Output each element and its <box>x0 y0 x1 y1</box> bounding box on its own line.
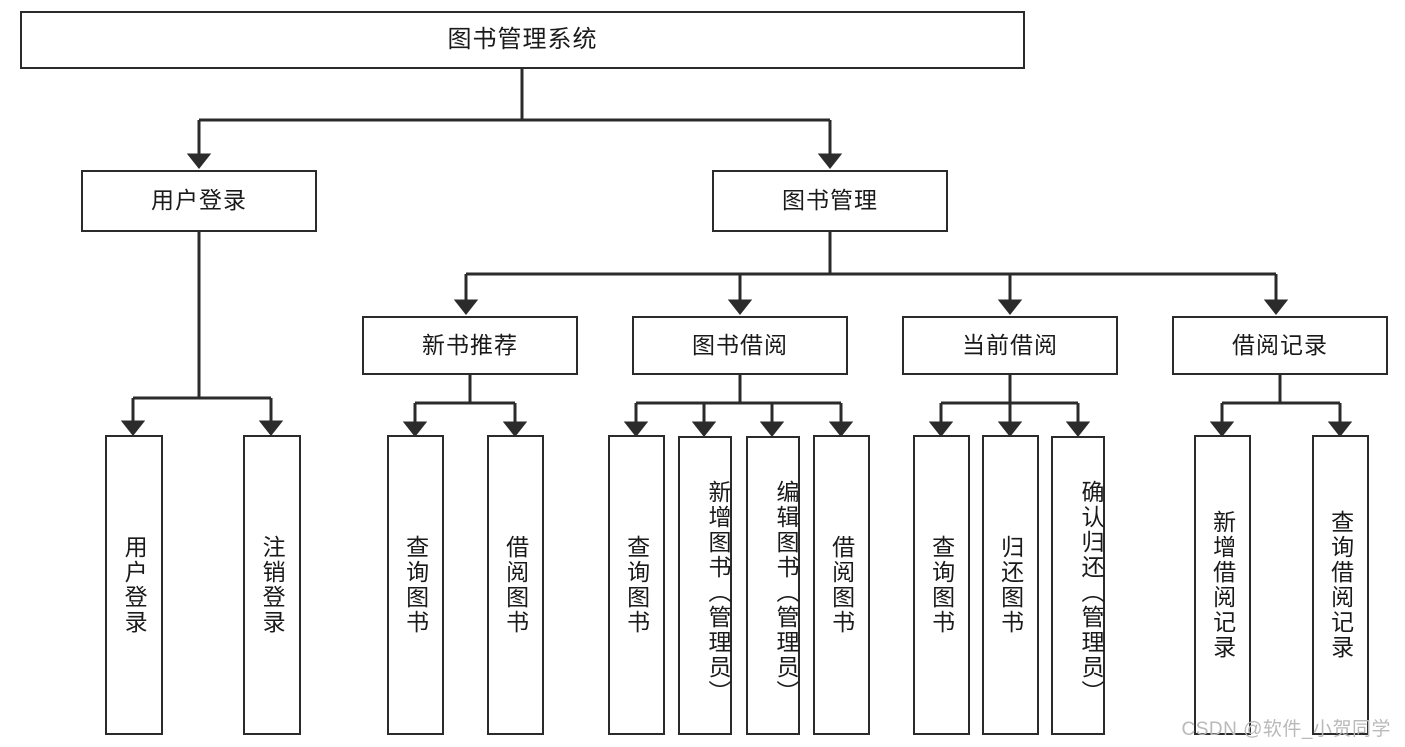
leaf-borrow-edit-book-admin[interactable]: 编辑图书（管理员） <box>746 436 800 735</box>
node-borrow-record[interactable]: 借阅记录 <box>1172 316 1388 375</box>
leaf-current-confirm-return-admin[interactable]: 确认归还（管理员） <box>1051 436 1105 735</box>
leaf-recommend-borrow-book[interactable]: 借阅图书 <box>487 435 544 735</box>
leaf-current-query-book[interactable]: 查询图书 <box>913 435 970 735</box>
leaf-record-add-record[interactable]: 新增借阅记录 <box>1194 435 1251 735</box>
leaf-current-return-book[interactable]: 归还图书 <box>982 435 1039 735</box>
leaf-record-query-record[interactable]: 查询借阅记录 <box>1312 435 1369 735</box>
leaf-borrow-query-book[interactable]: 查询图书 <box>608 435 665 735</box>
leaf-user-login-login[interactable]: 用户登录 <box>105 435 163 735</box>
leaf-recommend-query-book[interactable]: 查询图书 <box>387 435 444 735</box>
node-root-system[interactable]: 图书管理系统 <box>20 11 1025 69</box>
node-book-management[interactable]: 图书管理 <box>712 170 948 232</box>
leaf-borrow-add-book-admin[interactable]: 新增图书（管理员） <box>678 436 732 735</box>
node-current-borrow[interactable]: 当前借阅 <box>902 316 1118 375</box>
leaf-borrow-borrow-book[interactable]: 借阅图书 <box>813 435 870 735</box>
leaf-user-login-logout[interactable]: 注销登录 <box>243 435 301 735</box>
node-user-login[interactable]: 用户登录 <box>81 170 317 232</box>
node-book-borrow[interactable]: 图书借阅 <box>632 316 848 375</box>
node-new-book-recommend[interactable]: 新书推荐 <box>362 316 578 375</box>
